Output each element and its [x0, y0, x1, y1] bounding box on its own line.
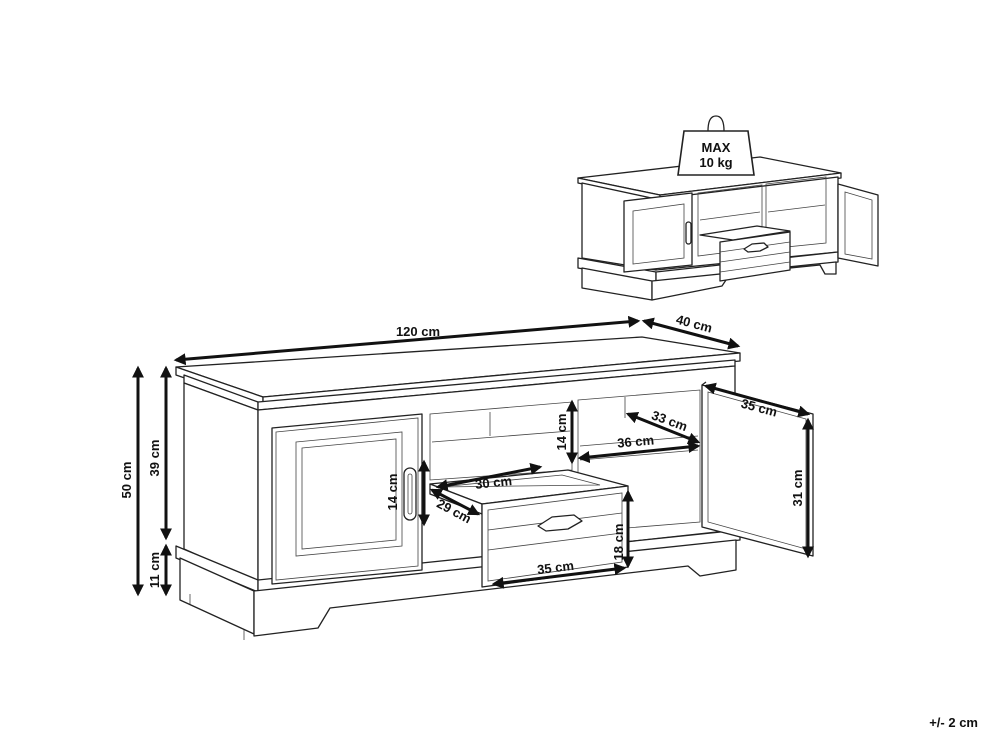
dimension-arrows	[132, 315, 814, 597]
label-base-height: 11 cm	[147, 552, 162, 588]
label-shelf-height: 14 cm	[554, 414, 569, 451]
label-drawer-inner-width: 30 cm	[474, 473, 512, 492]
label-handle-height: 14 cm	[385, 474, 400, 511]
weight-icon	[677, 115, 755, 176]
tolerance-note: +/- 2 cm	[929, 715, 978, 730]
weight-label-value: 10 kg	[699, 155, 732, 170]
label-total-height: 50 cm	[119, 462, 134, 499]
label-door-height: 31 cm	[790, 470, 805, 507]
label-drawer-front-height: 18 cm	[611, 524, 626, 561]
label-drawer-front-width: 35 cm	[536, 558, 574, 577]
label-shelf-inner-width: 36 cm	[617, 432, 655, 450]
label-width: 120 cm	[396, 324, 440, 339]
preview-tv-stand: MAX 10 kg	[577, 115, 879, 301]
label-body-height: 39 cm	[147, 440, 162, 477]
weight-label-max: MAX	[702, 140, 731, 155]
